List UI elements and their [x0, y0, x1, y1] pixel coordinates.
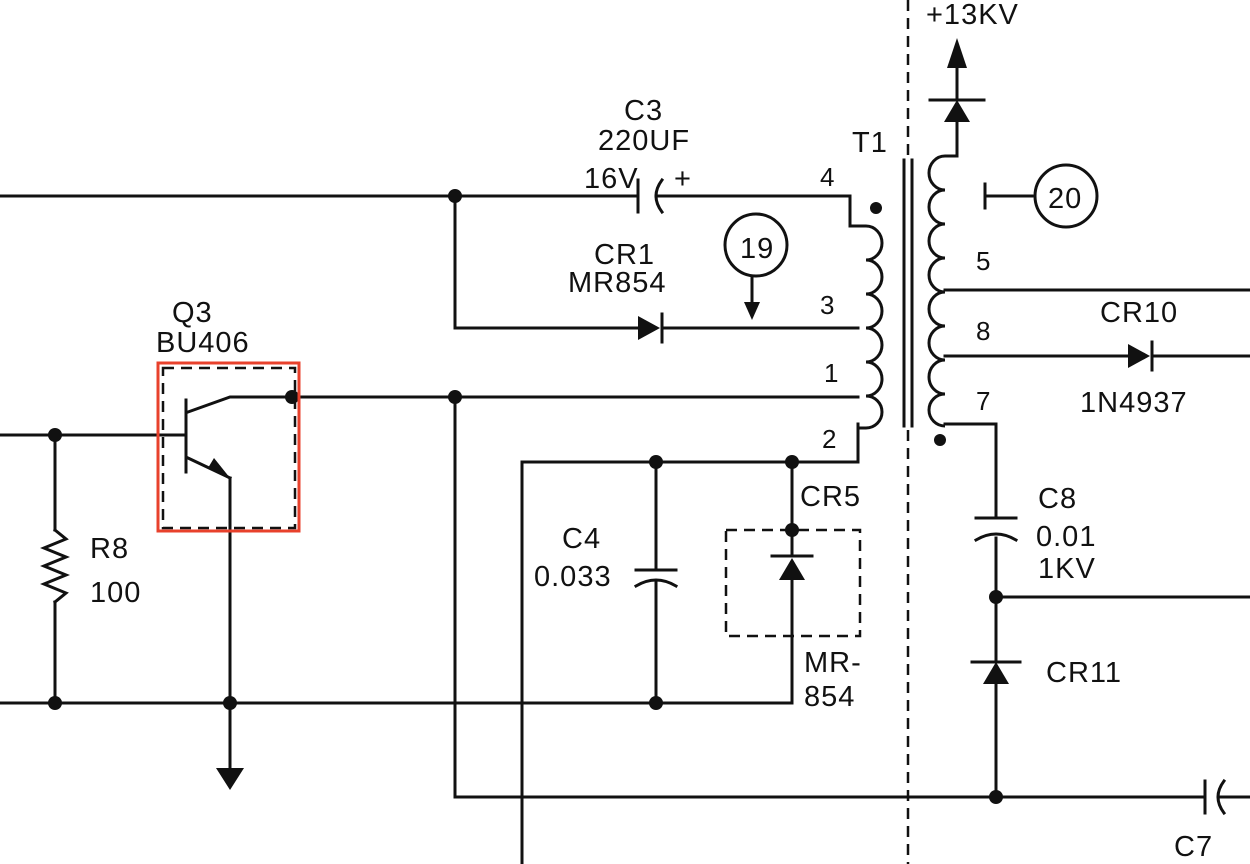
capacitor-plate-curved [1216, 778, 1227, 816]
diode-cr11 [970, 660, 1022, 684]
pin-label-2: 2 [822, 424, 836, 454]
q3-package-outline [161, 366, 297, 530]
emitter-arrow [208, 458, 230, 478]
wire-pin2 [520, 422, 860, 864]
transistor-collector [186, 395, 294, 414]
capacitor-c3 [636, 177, 665, 215]
pin-label-4: 4 [820, 162, 834, 192]
label-c7-ref: C7 [1174, 831, 1213, 863]
diode-body [983, 662, 1009, 684]
label-cr1-part: MR854 [568, 267, 667, 299]
diode-body [638, 316, 660, 340]
test-point-19-circle [723, 212, 789, 278]
label-c8-voltage: 1KV [1038, 553, 1096, 585]
highlight-box [156, 361, 301, 533]
cr5-package-outline [724, 528, 862, 638]
pin-label-1: 1 [824, 358, 838, 388]
junction-dot [785, 523, 799, 537]
label-c3-value: 220UF [598, 125, 690, 157]
junction-dot [649, 455, 663, 469]
capacitor-plate-curved [633, 578, 679, 589]
label-c4-ref: C4 [562, 523, 601, 555]
capacitor-plate-curved [973, 532, 1019, 543]
resistor-r8 [40, 527, 70, 605]
diode-cr1 [638, 312, 664, 344]
diode-body [779, 558, 805, 580]
label-cr5-ref: CR5 [800, 481, 861, 513]
transformer-core [902, 158, 914, 428]
test-point-20-label: 20 [1048, 183, 1082, 215]
diode-body [944, 100, 970, 122]
diode-cr10 [1128, 340, 1154, 372]
diode-cr5 [724, 528, 862, 638]
label-r8-ref: R8 [90, 533, 129, 565]
pin-label-5: 5 [976, 246, 990, 276]
label-t1-ref: T1 [852, 127, 888, 159]
arrow-up-icon [947, 38, 967, 68]
pin-label-8: 8 [976, 316, 990, 346]
label-c4-value: 0.033 [534, 561, 612, 593]
capacitor-plate-curved [654, 177, 665, 215]
capacitor-c4 [633, 568, 679, 589]
diode-hv [928, 98, 986, 122]
junctions [48, 189, 1003, 804]
test-point-19-label: 19 [740, 233, 774, 265]
label-c3-polarity: + [674, 163, 692, 195]
wire-pin7 [943, 422, 998, 520]
wire-cr1-branch [453, 194, 640, 330]
capacitor-c7 [1203, 778, 1227, 816]
junction-dot [989, 590, 1003, 604]
pin-label-7: 7 [976, 386, 990, 416]
secondary-winding [927, 150, 959, 428]
label-hv-out: +13KV [926, 0, 1019, 31]
junction-dot [48, 696, 62, 710]
junction-dot [649, 696, 663, 710]
junction-dot [989, 790, 1003, 804]
diode-body [1128, 344, 1150, 368]
test-point-20-circle [1033, 163, 1099, 229]
wire-pin1-drop [453, 395, 1207, 799]
label-cr1-ref: CR1 [594, 239, 655, 271]
label-cr10-part: 1N4937 [1080, 387, 1188, 419]
label-cr11-ref: CR11 [1046, 657, 1122, 689]
label-r8-value: 100 [90, 577, 141, 609]
junction-dot [448, 189, 462, 203]
label-cr5-part-1: MR- [804, 647, 862, 679]
phase-dot [870, 202, 882, 214]
label-c8-value: 0.01 [1036, 521, 1096, 553]
labels: +13KV C3 220UF 16V + T1 CR1 MR854 Q3 BU4… [90, 0, 1213, 863]
label-q3-ref: Q3 [172, 297, 213, 329]
junction-dot [48, 428, 62, 442]
primary-winding [850, 224, 884, 430]
wire-c3-to-pin4 [654, 194, 852, 228]
label-cr5-part-2: 854 [804, 681, 855, 713]
label-c8-ref: C8 [1038, 483, 1077, 515]
phase-dot [934, 434, 946, 446]
pin-label-3: 3 [820, 290, 834, 320]
label-c3-voltage: 16V [584, 163, 639, 195]
transistor-q3 [161, 366, 297, 530]
transformer-t1 [850, 0, 959, 864]
ground-arrow-icon [216, 768, 244, 790]
label-q3-part: BU406 [156, 327, 250, 359]
label-c3-ref: C3 [624, 95, 663, 127]
junction-dot [223, 696, 237, 710]
capacitor-c8 [973, 516, 1019, 543]
junction-dot [448, 390, 462, 404]
arrow-down-icon [744, 302, 760, 320]
label-cr10-ref: CR10 [1100, 297, 1178, 329]
junction-dot [785, 455, 799, 469]
